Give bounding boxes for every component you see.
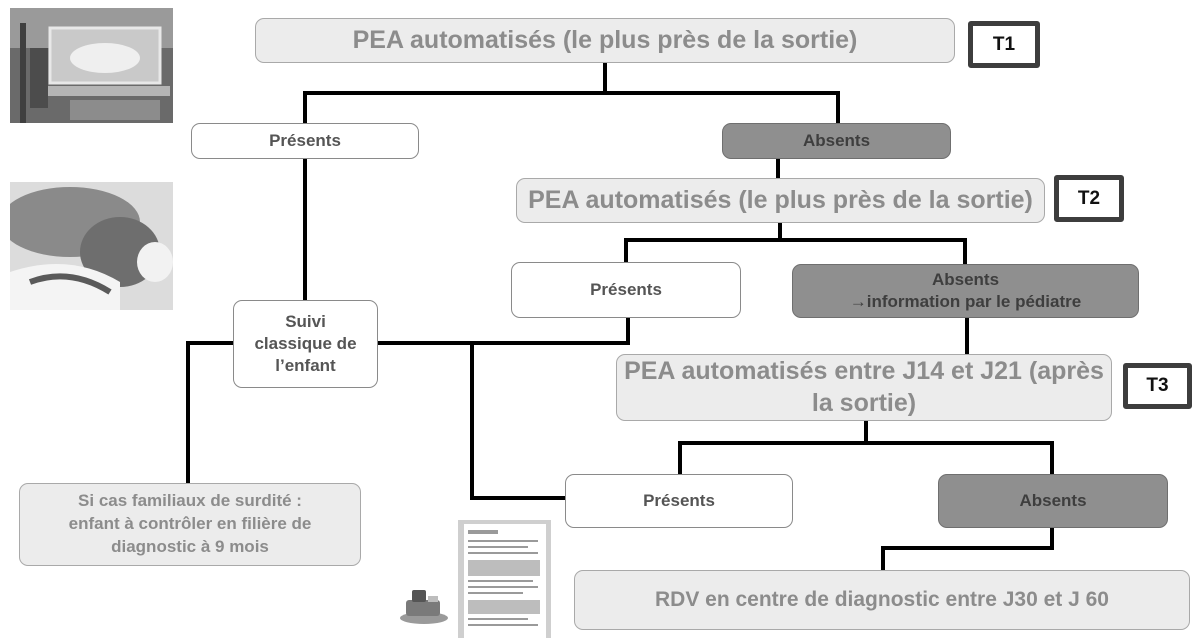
t3-test-label-line1: PEA automatisés entre J14 et J21 (après xyxy=(624,357,1104,386)
t1-test-label: PEA automatisés (le plus près de la sort… xyxy=(352,25,858,54)
absent-2-box: Absents →information par le pédiatre xyxy=(792,264,1139,318)
followup-box: Suivi classique de l’enfant xyxy=(233,300,378,388)
connector-absent3-rdv xyxy=(881,528,1054,570)
t3-test-label-line2: la sortie) xyxy=(811,388,917,417)
connector-t3-branches xyxy=(678,441,1054,474)
familial-note-line2: enfant à contrôler en filière de xyxy=(68,514,312,534)
present-3-label: Présents xyxy=(643,491,715,510)
t2-tag-label: T2 xyxy=(1077,187,1101,209)
present-2-label: Présents xyxy=(590,280,662,299)
familial-note-line1: Si cas familiaux de surdité : xyxy=(78,491,302,511)
absent-1-box: Absents xyxy=(722,123,951,159)
t1-test-box: PEA automatisés (le plus près de la sort… xyxy=(255,18,955,63)
followup-line3: l’enfant xyxy=(275,356,336,376)
absent-2-label-line1: Absents xyxy=(931,269,1000,289)
connector-t2-branches xyxy=(624,238,967,264)
t2-test-box: PEA automatisés (le plus près de la sort… xyxy=(516,178,1045,223)
t3-test-box: PEA automatisés entre J14 et J21 (après … xyxy=(616,354,1112,421)
rdv-box: RDV en centre de diagnostic entre J30 et… xyxy=(574,570,1190,630)
hearing-report-document xyxy=(458,520,551,638)
followup-line2: classique de xyxy=(254,333,357,353)
absent-3-label: Absents xyxy=(1019,490,1087,510)
t2-tag: T2 xyxy=(1054,175,1124,222)
present-2-box: Présents xyxy=(511,262,741,318)
present-1-box: Présents xyxy=(191,123,419,159)
rdv-label: RDV en centre de diagnostic entre J30 et… xyxy=(654,588,1109,611)
present-1-label: Présents xyxy=(269,131,341,150)
absent-3-box: Absents xyxy=(938,474,1168,528)
newborn-hearing-test-photo xyxy=(10,182,173,310)
absent-2-label-line2: →information par le pédiatre xyxy=(849,292,1082,311)
connector-t1-branches xyxy=(303,91,840,123)
familial-note-line3: diagnostic à 9 mois xyxy=(111,536,269,556)
connector-present2-followup xyxy=(378,318,630,345)
absent-1-label: Absents xyxy=(802,130,871,150)
t3-tag-label: T3 xyxy=(1146,375,1169,396)
incubator-photo xyxy=(10,8,173,123)
t3-tag: T3 xyxy=(1123,363,1192,409)
connector-followup-present3 xyxy=(470,343,565,500)
familial-note-box: Si cas familiaux de surdité : enfant à c… xyxy=(19,483,361,566)
followup-line1: Suivi xyxy=(285,311,326,331)
connector-followup-note xyxy=(186,341,233,483)
hearing-screening-device xyxy=(398,586,450,626)
t1-tag-label: T1 xyxy=(992,33,1016,55)
t1-tag: T1 xyxy=(968,21,1040,68)
t2-test-label: PEA automatisés (le plus près de la sort… xyxy=(528,185,1033,214)
present-3-box: Présents xyxy=(565,474,793,528)
